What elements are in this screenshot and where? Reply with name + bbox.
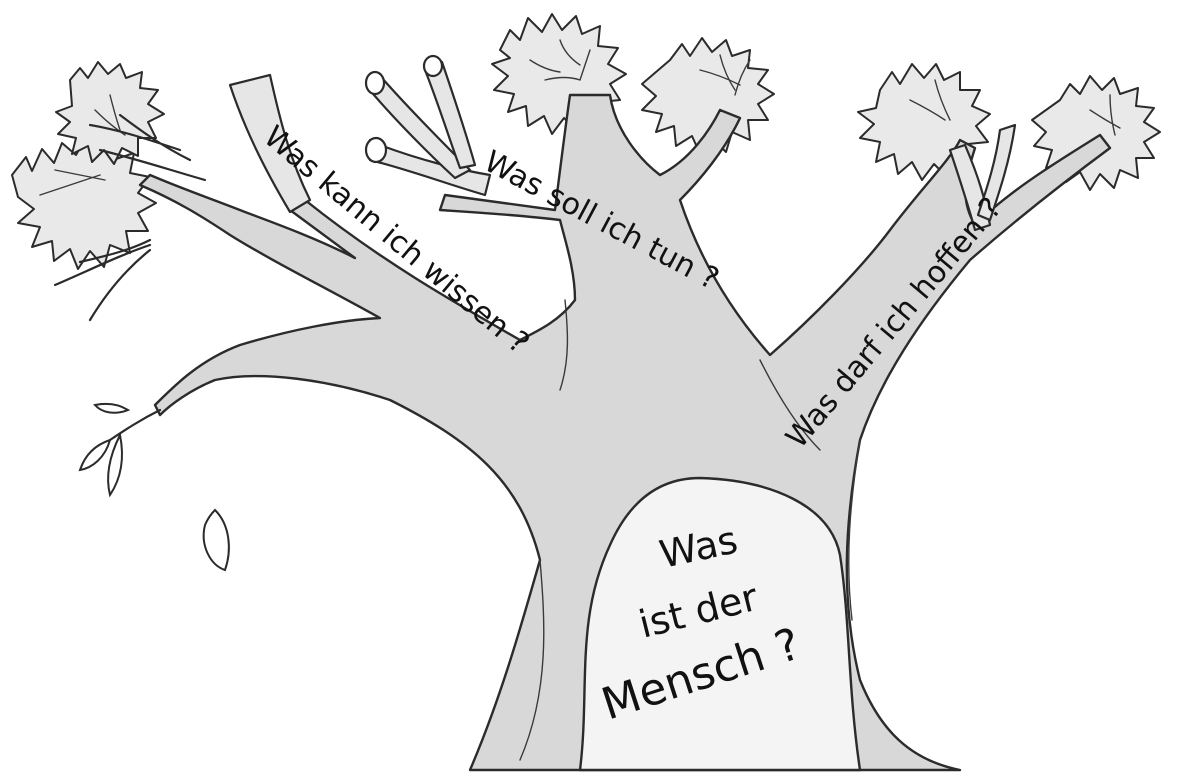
tree-trunk <box>55 56 1110 770</box>
falling-leaf <box>204 510 229 570</box>
small-leaves <box>80 404 160 495</box>
foliage-far-left <box>12 62 164 269</box>
